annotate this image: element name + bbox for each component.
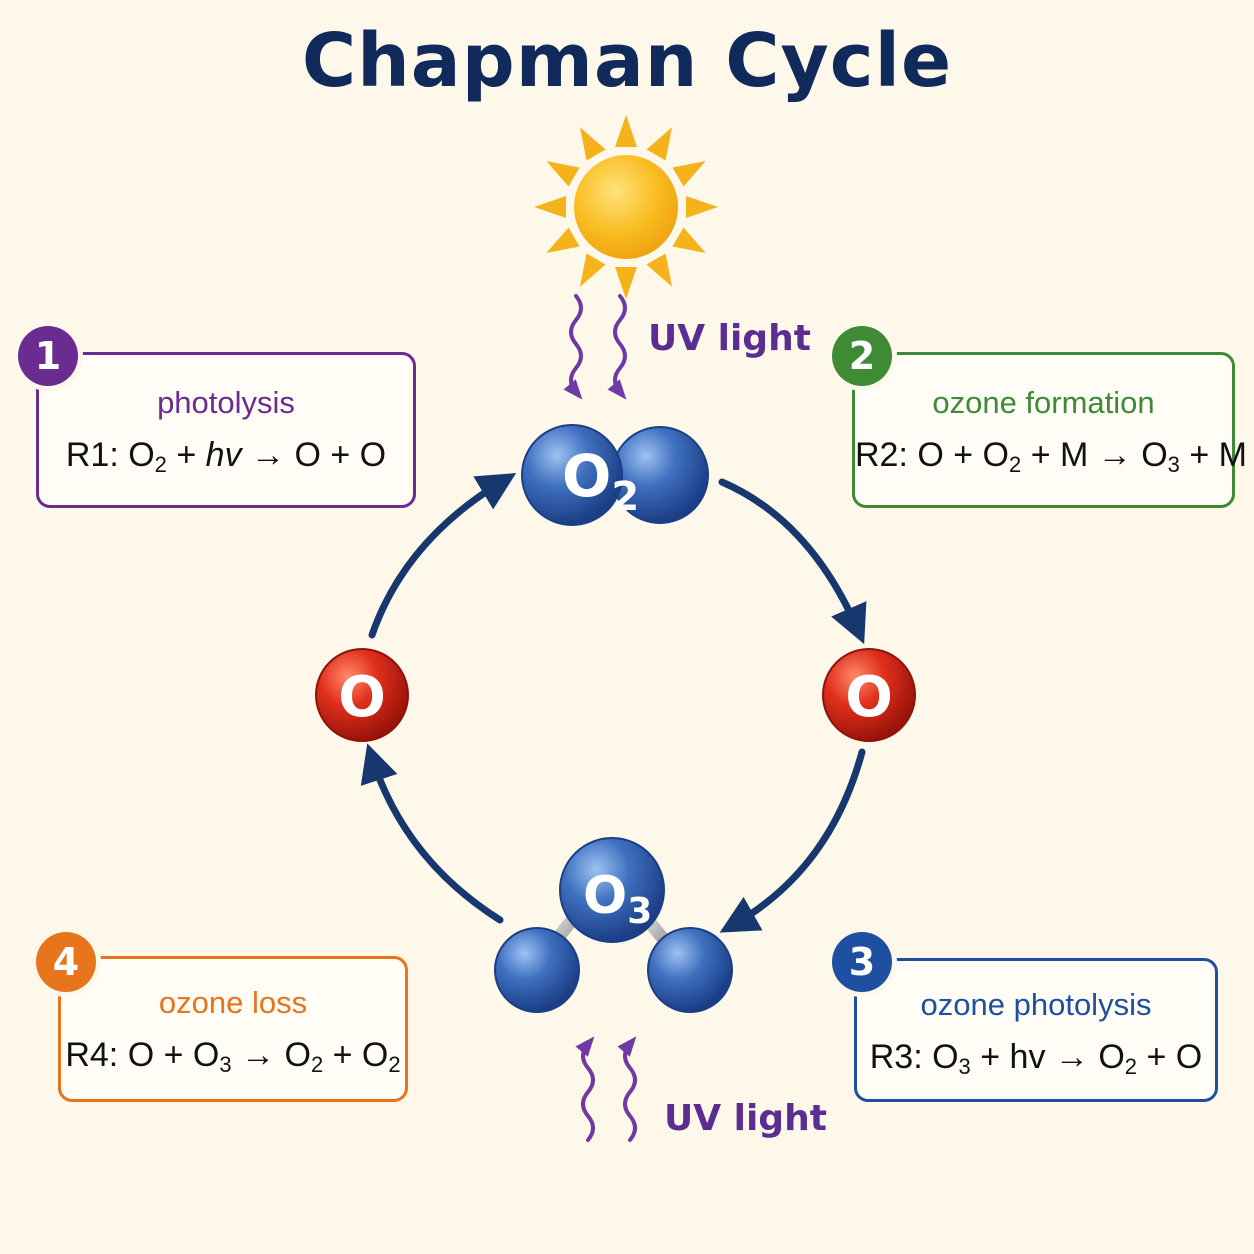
reaction-card-2: ozone formation R2: O + O2 + M → O3 + M [852, 352, 1247, 508]
sun-ray [546, 161, 580, 187]
sun-ray [672, 227, 706, 253]
reaction-card-3: ozone photolysis R3: O3 + hv → O2 + O [854, 958, 1218, 1102]
uv-waves-top [563, 294, 627, 400]
o2-molecule: O2 [521, 424, 709, 526]
reaction-equation: R2: O + O2 + M → O3 + M [855, 436, 1247, 477]
arrow-o-to-o3 [719, 748, 866, 933]
reaction-equation: R3: O3 + hv → O2 + O [869, 1038, 1203, 1079]
uv-light-label-bottom: UV light [664, 1098, 827, 1139]
uv-light-label-top: UV light [648, 318, 811, 359]
sun-ray [534, 196, 566, 218]
arrow-o-to-o2 [368, 473, 517, 639]
arrow-o2-to-o [718, 478, 867, 645]
sun-ray [646, 127, 672, 161]
sun-ray [546, 227, 580, 253]
sun-ray [615, 115, 637, 147]
arrow-o3-to-o [360, 743, 504, 924]
reaction-card-4: ozone loss R4: O + O3 → O2 + O2 [58, 956, 408, 1102]
reaction-equation: R1: O2 + hv → O + O [65, 436, 387, 477]
svg-text:O: O [338, 665, 386, 730]
o3-molecule: O3 [494, 837, 733, 1013]
sun-icon [534, 115, 718, 299]
reaction-number-badge: 2 [832, 326, 892, 386]
svg-text:O: O [845, 665, 893, 730]
reaction-number-badge: 4 [36, 932, 96, 992]
reaction-number-badge: 3 [832, 932, 892, 992]
o2-label: O2 [562, 442, 639, 520]
reaction-equation: R4: O + O3 → O2 + O2 [65, 1036, 401, 1077]
page-title: Chapman Cycle [301, 18, 953, 104]
sun-ray [686, 196, 718, 218]
sun-ray [646, 253, 672, 287]
o-atom-right: O [822, 648, 916, 742]
sun-ray [672, 161, 706, 187]
reaction-name: ozone loss [158, 985, 308, 1020]
reaction-name: photolysis [157, 385, 295, 420]
reaction-card-1: photolysis R1: O2 + hv → O + O [36, 352, 416, 508]
sun-ray [580, 253, 606, 287]
o3-label: O3 [583, 866, 652, 932]
reaction-name: ozone formation [932, 385, 1155, 420]
o-atom-left: O [315, 648, 409, 742]
reaction-number-badge: 1 [18, 326, 78, 386]
cycle-arrows [360, 473, 867, 933]
uv-waves-bottom [575, 1036, 637, 1142]
sun-ray [580, 127, 606, 161]
reaction-name: ozone photolysis [920, 987, 1152, 1022]
sun-ray [615, 267, 637, 299]
